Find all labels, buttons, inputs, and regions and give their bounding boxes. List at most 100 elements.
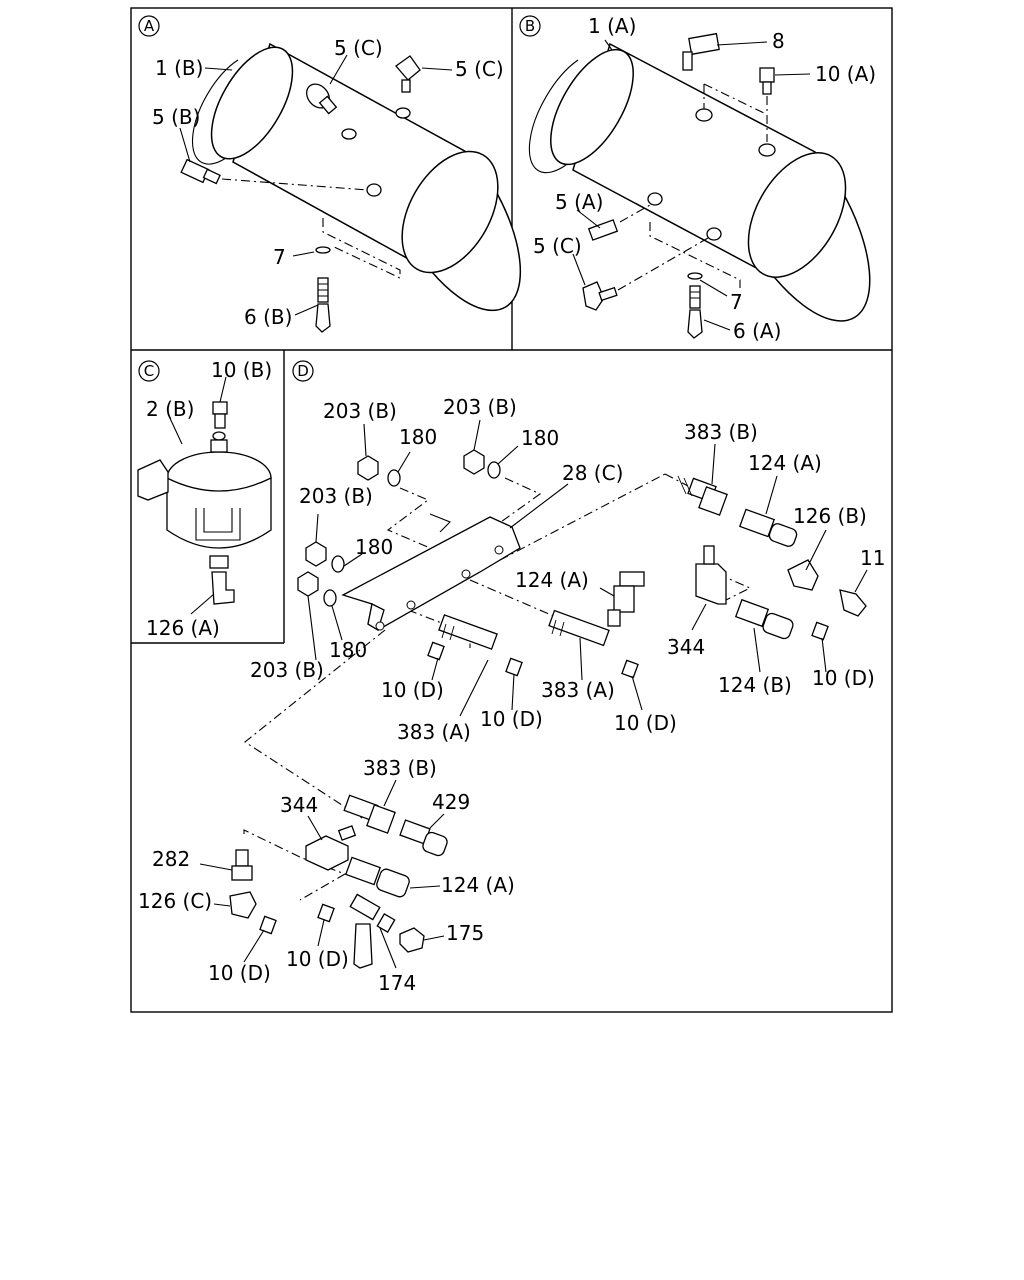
air-tank-1b <box>191 42 522 312</box>
switch-124b <box>734 598 794 640</box>
label-383a-2: 383 (A) <box>397 720 471 744</box>
fitting-5c-upper <box>306 83 357 140</box>
panel-b: B <box>519 14 876 343</box>
label-180-1: 180 <box>399 425 437 449</box>
sensor-124a-middle <box>607 571 645 627</box>
label-7b: 7 <box>730 290 743 314</box>
label-174: 174 <box>378 971 416 995</box>
svg-text:B: B <box>525 17 535 35</box>
label-203b-3: 203 (B) <box>299 484 373 508</box>
connector-383b-lower <box>343 794 396 834</box>
label-2b: 2 (B) <box>146 397 194 421</box>
panel-b-marker: B <box>519 15 541 37</box>
label-383b-1: 383 (B) <box>684 420 758 444</box>
label-10d-6: 10 (D) <box>286 947 349 971</box>
label-5c-elbow: 5 (C) <box>455 57 504 81</box>
drain-valve-6a <box>649 222 741 339</box>
label-124a-1: 124 (A) <box>748 451 822 475</box>
label-180-3: 180 <box>355 535 393 559</box>
label-175: 175 <box>446 921 484 945</box>
label-10d-1: 10 (D) <box>812 666 875 690</box>
label-10d-4: 10 (D) <box>614 711 677 735</box>
elbow-126a <box>211 571 235 605</box>
label-203b-2: 203 (B) <box>443 395 517 419</box>
label-10d-5: 10 (D) <box>208 961 271 985</box>
svg-text:D: D <box>297 362 309 380</box>
block-344-right <box>695 545 727 605</box>
label-1b: 1 (B) <box>155 56 203 80</box>
fitting-5b <box>180 158 382 197</box>
label-6a: 6 (A) <box>733 319 781 343</box>
plug-10a <box>758 67 776 157</box>
plug-10d-right <box>811 621 829 641</box>
plug-10d-lower <box>317 903 335 923</box>
label-124b: 124 (B) <box>718 673 792 697</box>
panel-c-leaders <box>167 376 227 615</box>
panel-a-leaders <box>179 54 453 316</box>
panel-b-leaders <box>572 39 811 331</box>
label-6b: 6 (B) <box>244 305 292 329</box>
filter-2b <box>137 439 272 569</box>
label-11: 11 <box>860 546 885 570</box>
label-429: 429 <box>432 790 470 814</box>
connector-383b-upper <box>677 475 728 516</box>
connector-383a-short <box>427 614 523 677</box>
label-126a: 126 (A) <box>146 616 220 640</box>
panel-a: A <box>138 15 522 333</box>
label-126b: 126 (B) <box>793 504 867 528</box>
svg-text:A: A <box>144 17 155 35</box>
label-5b: 5 (B) <box>152 105 200 129</box>
label-124a-2: 124 (A) <box>515 568 589 592</box>
fitting-5c-b <box>582 227 722 311</box>
switch-124a-right <box>738 508 798 547</box>
air-tank-1a <box>528 42 871 322</box>
washers-180 <box>323 461 501 607</box>
switch-429 <box>399 819 448 857</box>
label-344-2: 344 <box>280 793 318 817</box>
fitting-5c-elbow <box>395 55 421 119</box>
panel-c: C 10 (B) 2 (B) 126 (A) <box>137 358 272 640</box>
label-28c: 28 (C) <box>562 461 623 485</box>
label-5a: 5 (A) <box>555 190 603 214</box>
plug-11 <box>839 589 867 617</box>
svg-text:C: C <box>144 362 154 380</box>
switch-124a-lower <box>344 856 410 898</box>
label-383a-1: 383 (A) <box>541 678 615 702</box>
plug-10b <box>212 401 228 441</box>
label-8: 8 <box>772 29 785 53</box>
drain-valve-6b <box>315 218 401 333</box>
fitting-282 <box>231 849 253 881</box>
block-344-lower <box>305 825 357 871</box>
panel-c-marker: C <box>138 360 160 382</box>
panel-a-marker: A <box>138 15 160 37</box>
elbow-126c <box>229 891 277 935</box>
panel-d-marker: D <box>292 360 314 382</box>
label-10d-2: 10 (D) <box>381 678 444 702</box>
fitting-5a <box>587 192 663 241</box>
label-180-4: 180 <box>329 638 367 662</box>
label-5c-upper: 5 (C) <box>334 36 383 60</box>
label-10d-3: 10 (D) <box>480 707 543 731</box>
elbow-126b <box>787 559 819 591</box>
label-203b-4: 203 (B) <box>250 658 324 682</box>
cap-175 <box>399 927 425 953</box>
label-203b-1: 203 (B) <box>323 399 397 423</box>
label-1a: 1 (A) <box>588 14 636 38</box>
label-7a: 7 <box>273 245 286 269</box>
label-124a-3: 124 (A) <box>441 873 515 897</box>
label-10b: 10 (B) <box>211 358 272 382</box>
label-344-1: 344 <box>667 635 705 659</box>
connector-383a-long <box>548 609 639 679</box>
valve-174 <box>349 893 396 969</box>
label-383b-2: 383 (B) <box>363 756 437 780</box>
bracket-28c <box>341 513 521 631</box>
panel-d-leaders <box>199 419 868 969</box>
label-10a: 10 (A) <box>815 62 876 86</box>
fitting-8 <box>682 32 767 122</box>
label-5c-b: 5 (C) <box>533 234 582 258</box>
panel-d: D <box>138 360 885 995</box>
label-180-2: 180 <box>521 426 559 450</box>
label-126c: 126 (C) <box>138 889 212 913</box>
label-282: 282 <box>152 847 190 871</box>
